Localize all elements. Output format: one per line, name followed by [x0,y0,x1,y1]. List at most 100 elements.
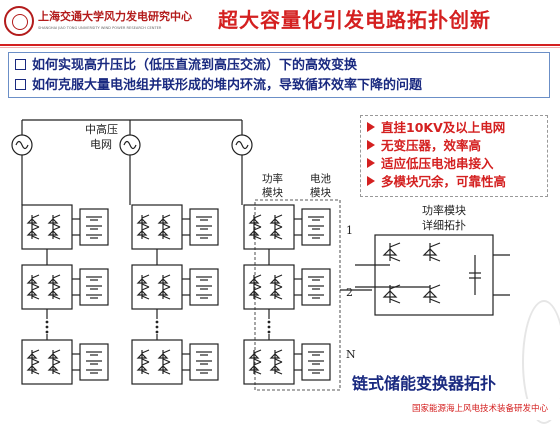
power-module-label-line2: 模块 [262,187,283,199]
igbt-icon [429,284,441,290]
footer-organization: 国家能源海上风电技术装备研发中心 [412,404,549,414]
igbt-icon [162,226,171,231]
igbt-icon [162,358,171,363]
ellipsis-dot [155,330,159,334]
ac-wave-icon [123,140,137,150]
power-module [21,339,73,385]
ellipsis-dot [267,325,271,329]
igbt-icon [141,214,150,219]
diode-icon [269,218,281,224]
igbt-icon [141,226,150,231]
row-label-n: N [346,348,356,361]
diode-icon [157,290,169,296]
question-item: 如何实现高升压比（低压直流到高压交流）下的高效变换 [15,56,543,76]
power-module [243,264,295,310]
igbt-icon [52,349,61,354]
checkbox-bullet-icon [15,79,26,90]
igbt-icon [162,349,171,354]
ellipsis-dot [267,320,271,324]
igbt-icon [141,295,150,300]
diode-icon [269,353,281,359]
diagram-caption: 链式储能变换器拓扑 [352,374,497,393]
diode-icon [248,278,260,284]
ellipsis-dot [45,325,49,329]
header: 上海交通大学风力发电研究中心 SHANGHAI JIAO TONG UNIVER… [0,0,560,46]
power-module [21,264,73,310]
power-module [131,264,183,310]
ac-wave-icon [15,140,29,150]
igbt-icon [162,286,171,291]
diode-icon [382,248,398,256]
igbt-icon [141,358,150,363]
igbt-icon [162,274,171,279]
logo-subtitle: SHANGHAI JIAO TONG UNIVERSITY WIND POWER… [38,26,162,30]
question-item: 如何克服大量电池组并联形成的堆内环流，导致循环效率下降的问题 [15,76,543,96]
ellipsis-dot [155,325,159,329]
igbt-icon [429,298,441,304]
diode-icon [136,365,148,371]
igbt-icon [141,361,150,366]
feature-text: 多模块冗余，可靠性高 [381,174,507,189]
diode-icon [157,230,169,236]
battery-module-label-line1: 电池 [310,172,331,185]
diode-icon [422,290,438,298]
diode-icon [26,230,38,236]
feature-text: 无变压器，效率高 [381,138,482,153]
igbt-icon [52,235,61,240]
igbt-icon [52,361,61,366]
triangle-bullet-icon [367,140,375,150]
igbt-icon [274,358,283,363]
igbt-icon [141,370,150,375]
igbt-icon [52,283,61,288]
igbt-icon [141,274,150,279]
igbt-icon [274,214,283,219]
diode-icon [47,230,59,236]
question-text: 如何实现高升压比（低压直流到高压交流）下的高效变换 [32,58,358,73]
igbt-icon [31,370,40,375]
triangle-bullet-icon [367,176,375,186]
igbt-icon [52,274,61,279]
igbt-icon [31,226,40,231]
logo-name: 上海交通大学风力发电研究中心 [38,10,192,23]
igbt-icon [52,358,61,363]
university-logo: 上海交通大学风力发电研究中心 SHANGHAI JIAO TONG UNIVER… [4,6,192,40]
power-module [243,339,295,385]
diode-icon [136,353,148,359]
igbt-icon [141,349,150,354]
diode-icon [136,230,148,236]
igbt-icon [141,223,150,228]
igbt-icon [274,223,283,228]
diode-icon [248,230,260,236]
igbt-icon [31,283,40,288]
igbt-icon [52,370,61,375]
diode-icon [47,290,59,296]
igbt-icon [31,358,40,363]
ellipsis-dot [155,320,159,324]
igbt-icon [52,226,61,231]
feature-item: 适应低压电池串接入 [367,155,541,173]
igbt-icon [162,214,171,219]
battery-module [189,268,219,306]
power-module-label-line1: 功率 [262,172,283,185]
ellipsis-dot [45,330,49,334]
igbt-icon [253,235,262,240]
battery-module [301,268,331,306]
igbt-icon [274,349,283,354]
university-seal-icon [4,6,34,36]
igbt-icon [274,286,283,291]
diode-icon [157,278,169,284]
module-group-frame [254,199,341,391]
diode-icon [269,365,281,371]
grid-label-line1: 中高压 [85,122,118,136]
power-module [21,204,73,250]
igbt-icon [52,214,61,219]
battery-module [301,208,331,246]
diode-icon [26,218,38,224]
diode-icon [47,218,59,224]
diode-icon [157,353,169,359]
igbt-icon [429,256,441,262]
igbt-icon [31,361,40,366]
diode-icon [26,278,38,284]
igbt-icon [253,295,262,300]
igbt-icon [141,235,150,240]
